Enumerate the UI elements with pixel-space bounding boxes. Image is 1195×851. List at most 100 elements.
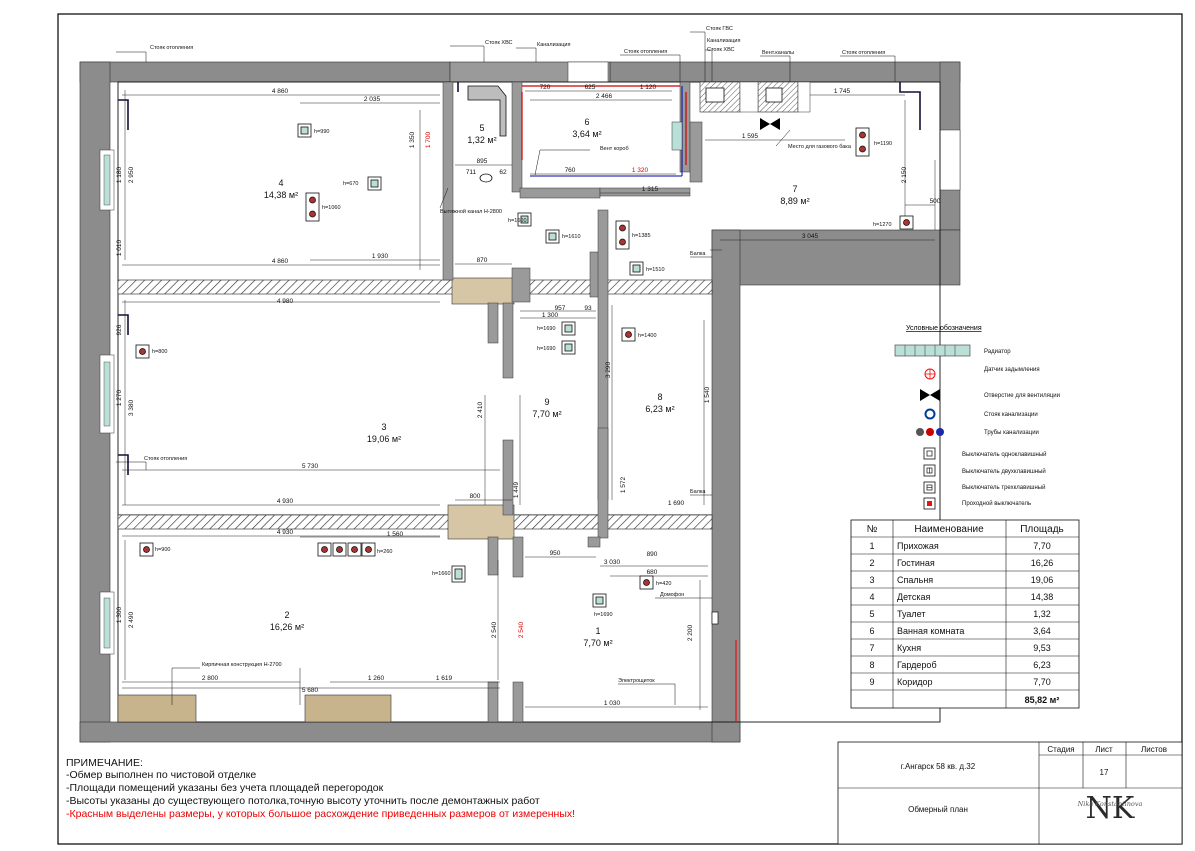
callout-sewer-1: Канализация — [537, 42, 570, 48]
dim-870: 870 — [477, 257, 488, 264]
dim-1690: 1 690 — [668, 500, 685, 507]
dim-1320-red: 1 320 — [632, 167, 649, 174]
svg-text:1: 1 — [869, 541, 874, 551]
rooms-table: № Наименование Площадь 1 Прихожая 7,70 2… — [850, 519, 1080, 709]
svg-text:Гостиная: Гостиная — [897, 558, 935, 568]
legend-smoke: Датчик задымления — [984, 367, 1040, 373]
bath-pipes — [521, 85, 687, 177]
callout-shield: Электрощиток — [618, 678, 655, 684]
dim-2410: 2 410 — [477, 401, 484, 418]
room-3-number: 3 — [381, 422, 386, 432]
intercom-box — [711, 611, 719, 625]
table-total: 85,82 м² — [1025, 695, 1060, 705]
h-990: h=990 — [314, 129, 329, 135]
svg-text:7: 7 — [869, 643, 874, 653]
legend-vent: Отверстие для вентиляции — [984, 393, 1060, 399]
h-1610: h=1610 — [562, 234, 581, 240]
table-row: 5 Туалет 1,32 — [869, 609, 1050, 619]
windows — [99, 61, 961, 655]
dim-2800: 2 800 — [202, 675, 219, 682]
dim-1700-red: 1 700 — [425, 131, 432, 148]
callout-vent-channel: Вытяжной канал Н-2800 — [440, 208, 502, 215]
callout-riser-heat-2: Стояк отопления — [624, 49, 667, 55]
dim-4860-top: 4 860 — [272, 88, 289, 95]
h-1600: h=1600 — [508, 218, 527, 224]
room-5-area: 1,32 м² — [467, 135, 496, 145]
room-9-number: 9 — [544, 397, 549, 407]
vent-legend-icon — [920, 389, 940, 401]
tb-drawing-name: Обмерный план — [908, 805, 968, 814]
room-6-number: 6 — [584, 117, 589, 127]
room-8-number: 8 — [657, 392, 662, 402]
callout-brick: Кирпичная конструкция Н-2700 — [202, 662, 282, 668]
h-1060: h=1060 — [322, 205, 341, 211]
table-row: 8 Гардероб 6,23 — [869, 660, 1050, 670]
dim-3045: 3 045 — [802, 233, 819, 240]
dim-2950: 2 950 — [128, 166, 135, 183]
tb-stage-label: Стадия — [1047, 745, 1074, 754]
legend-swp: Проходной выключатель — [962, 500, 1031, 507]
dim-1745: 1 745 — [834, 88, 851, 95]
dim-950: 950 — [550, 550, 561, 557]
h-900: h=900 — [155, 547, 170, 553]
note-line-1: -Обмер выполнен по чистовой отделке — [66, 769, 256, 781]
dim-1030: 1 030 — [604, 700, 621, 707]
h-1660: h=1660 — [432, 571, 451, 577]
tb-sheets-label: Листов — [1141, 745, 1167, 754]
table-row: 6 Ванная комната 3,64 — [869, 626, 1050, 636]
dim-1619: 1 619 — [436, 675, 453, 682]
logo-script: Nika Konstantinova — [1077, 800, 1143, 808]
pipe-gray-icon — [916, 428, 924, 436]
dim-2490: 2 490 — [128, 611, 135, 628]
legend-sewer-riser: Стояк канализации — [984, 412, 1038, 418]
table-header-name: Наименование — [914, 524, 984, 535]
dim-625: 625 — [585, 84, 596, 91]
title-block: Стадия Лист Листов 17 г.Ангарск 58 кв. д… — [837, 741, 1183, 845]
logo-monogram: NK — [1086, 791, 1135, 826]
dim-1595: 1 595 — [742, 133, 759, 140]
svg-text:7,70: 7,70 — [1033, 677, 1051, 687]
dim-4860-mid: 4 860 — [272, 258, 289, 265]
svg-text:Детская: Детская — [897, 592, 930, 602]
svg-text:Гардероб: Гардероб — [897, 660, 937, 670]
tb-address: г.Ангарск 58 кв. д.32 — [901, 762, 976, 771]
beam-upper — [117, 279, 713, 295]
legend-sw1: Выключатель одноклавишный — [962, 451, 1047, 458]
dim-2035: 2 035 — [364, 96, 381, 103]
svg-text:16,26: 16,26 — [1031, 558, 1054, 568]
h-800: h=800 — [152, 349, 167, 355]
window-sills — [103, 154, 111, 649]
dim-93: 93 — [584, 305, 592, 312]
callout-riser-heat-4: Стояк отопления — [144, 456, 187, 462]
table-header-area: Площадь — [1020, 524, 1064, 535]
svg-text:9: 9 — [869, 677, 874, 687]
legend-radiator: Радиатор — [984, 349, 1011, 355]
dim-1270: 1 270 — [116, 389, 123, 406]
tb-sheet: 17 — [1100, 768, 1109, 777]
callout-sewer-2: Канализация — [707, 38, 740, 44]
note-red-line: -Красным выделены размеры, у которых бол… — [66, 808, 575, 820]
svg-text:5: 5 — [869, 609, 874, 619]
h-1400: h=1400 — [638, 333, 657, 339]
svg-text:3: 3 — [869, 575, 874, 585]
dim-711: 711 — [466, 169, 477, 176]
room-8-area: 6,23 м² — [645, 404, 674, 414]
callout-riser-hvs-1: Стояк ХВС — [485, 40, 513, 46]
dim-800: 800 — [470, 493, 481, 500]
dim-926: 926 — [116, 324, 123, 335]
callout-leaders — [116, 31, 896, 705]
sewer-riser-icon — [924, 408, 936, 420]
notes: ПРИМЕЧАНИЕ: -Обмер выполнен по чистовой … — [66, 757, 575, 820]
table-row: 3 Спальня 19,06 — [869, 575, 1053, 585]
room-4-number: 4 — [278, 178, 283, 188]
h-670: h=670 — [343, 181, 358, 187]
h-1385: h=1385 — [632, 233, 651, 239]
dim-1350: 1 350 — [409, 131, 416, 148]
dim-720: 720 — [540, 84, 551, 91]
callout-riser-gvs: Стояк ГВС — [706, 26, 733, 32]
room-7-number: 7 — [792, 184, 797, 194]
interior-outlines — [117, 81, 941, 723]
dim-62: 62 — [499, 169, 507, 176]
dim-2540: 2 540 — [491, 621, 498, 638]
svg-text:7,70: 7,70 — [1033, 541, 1051, 551]
